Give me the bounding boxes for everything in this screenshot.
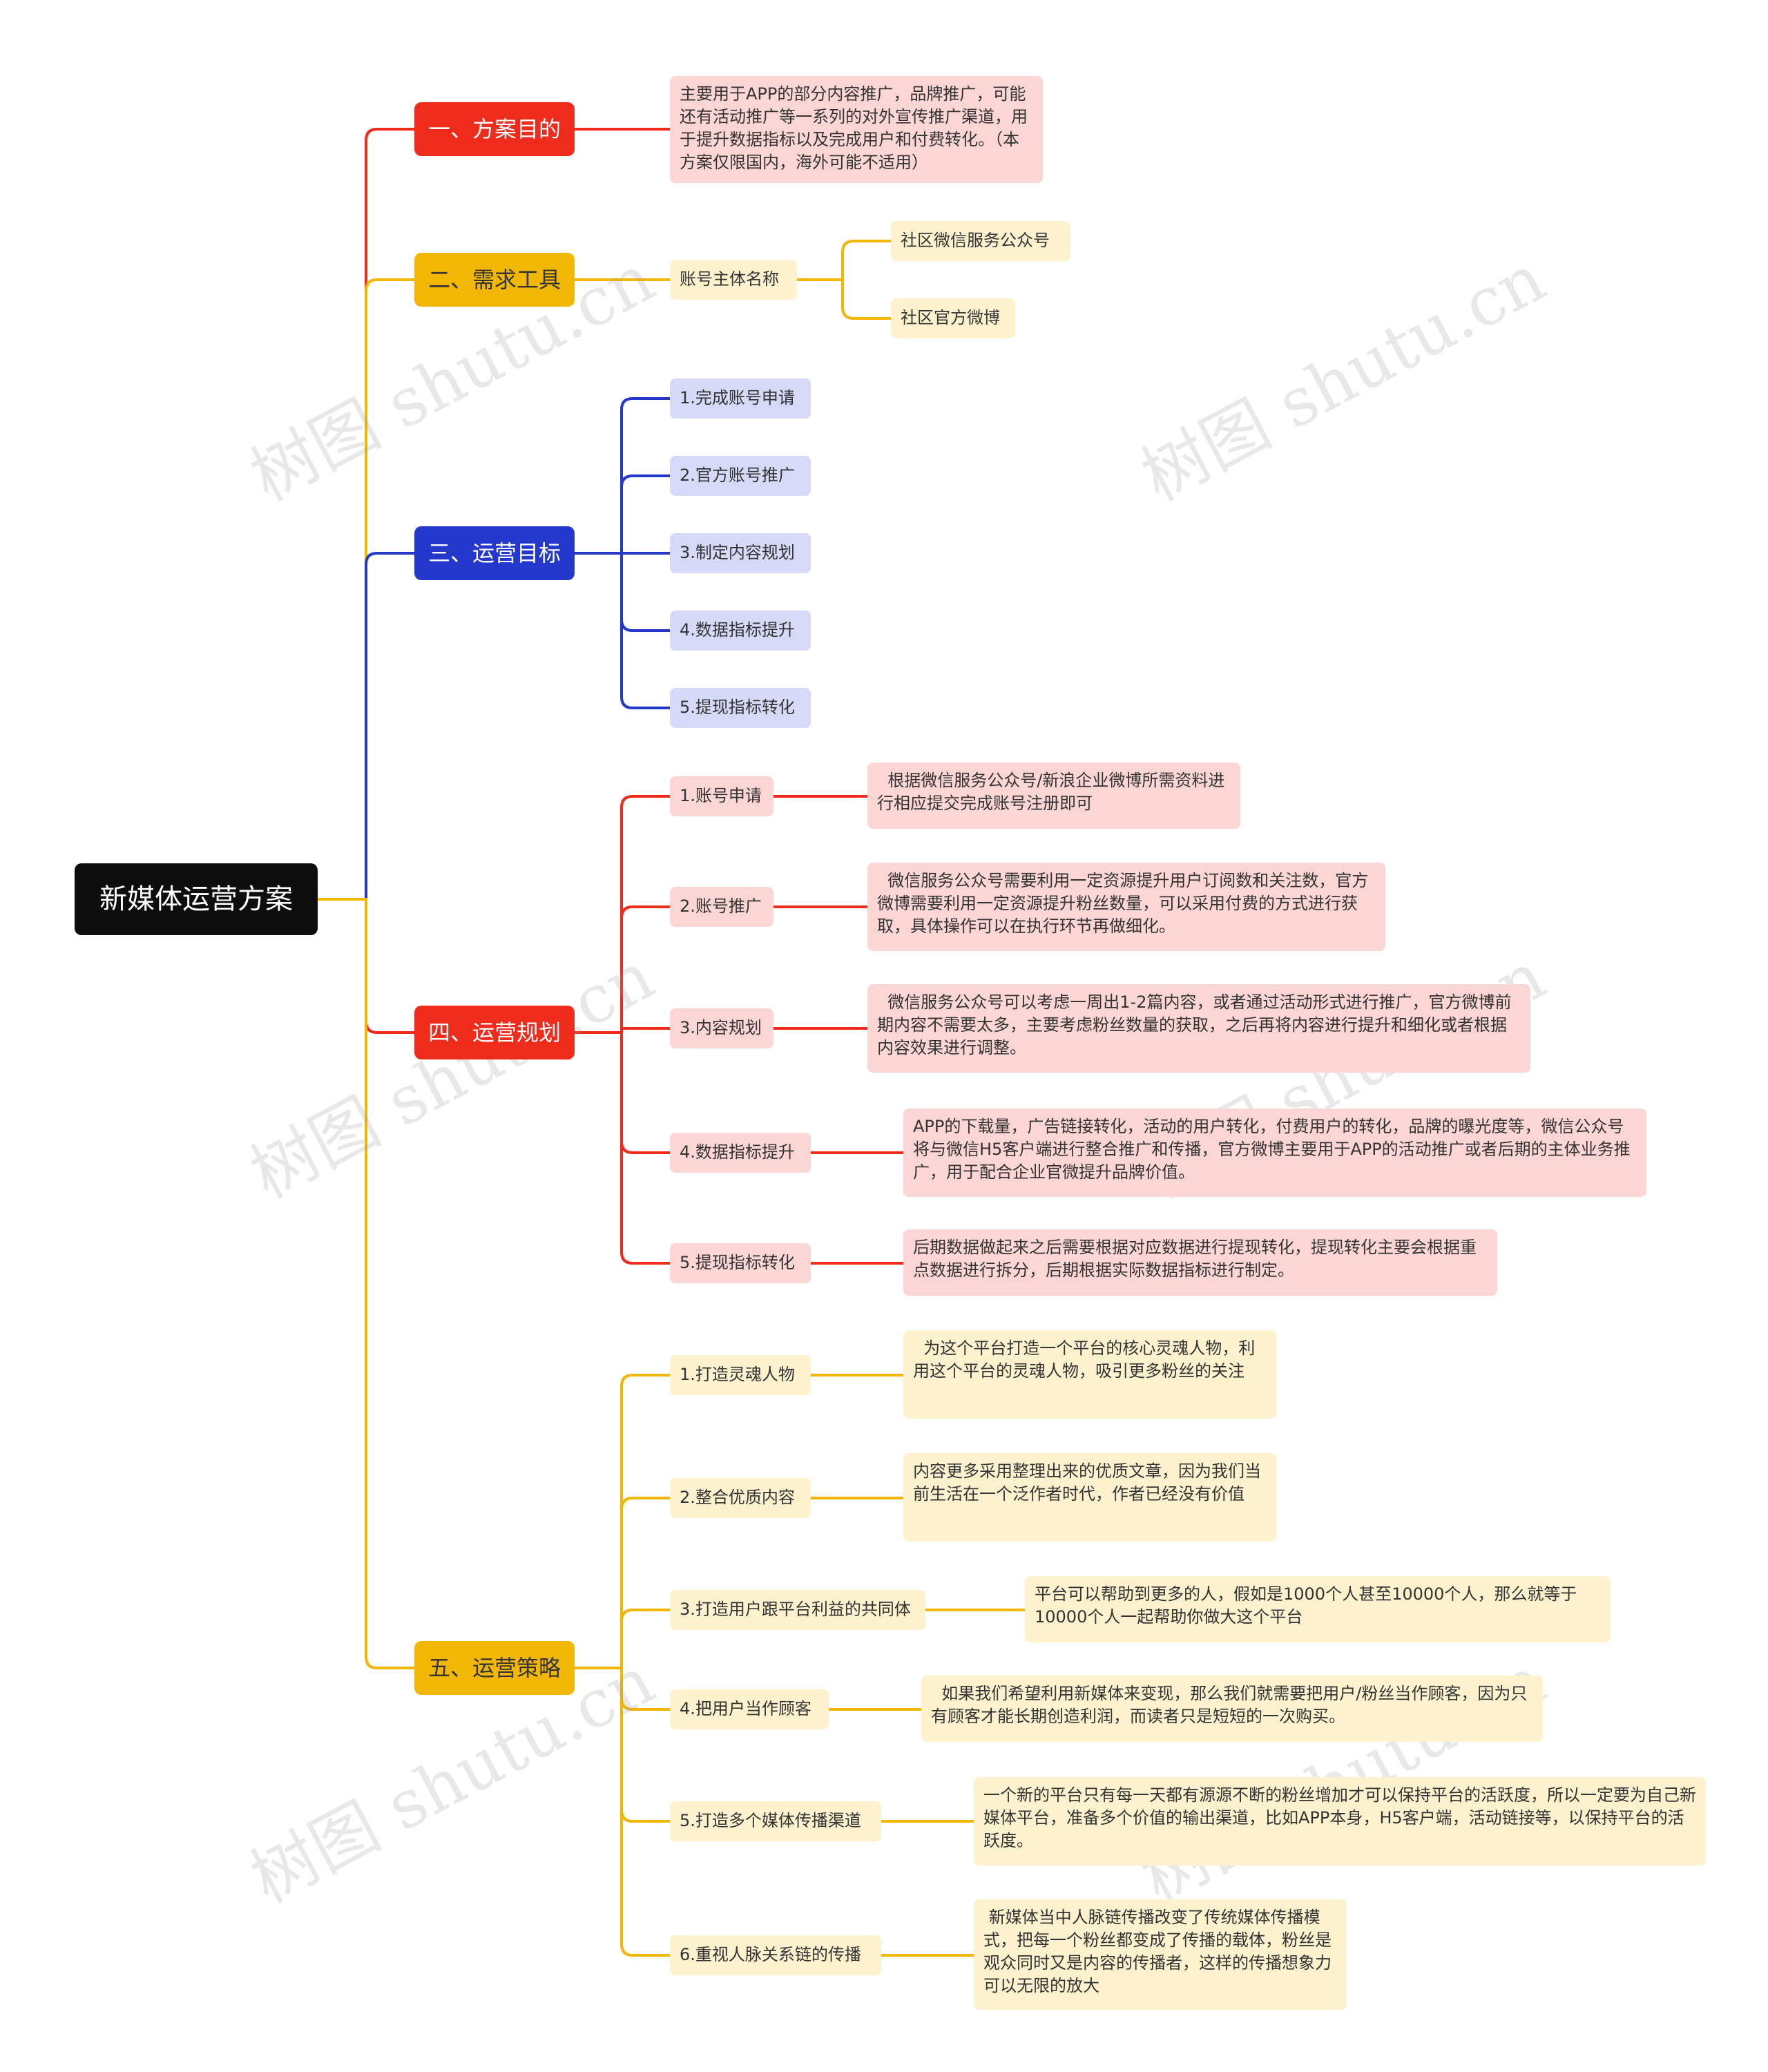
branch-4-item[interactable]: 2.账号推广: [670, 887, 774, 927]
connector-line: [797, 240, 891, 281]
connector-line: [575, 1667, 670, 1957]
branch-5-item[interactable]: 1.打造灵魂人物: [670, 1355, 811, 1395]
branch-4-desc[interactable]: 微信服务公众号需要利用一定资源提升用户订阅数和关注数，官方微博需要利用一定资源提…: [867, 863, 1385, 951]
branch-5-item[interactable]: 6.重视人脉关系链的传播: [670, 1935, 881, 1975]
branch-2-node[interactable]: 二、需求工具: [414, 253, 575, 307]
branch-4-item[interactable]: 3.内容规划: [670, 1008, 774, 1048]
branch-5-item[interactable]: 4.把用户当作顾客: [670, 1689, 829, 1729]
branch-5-desc[interactable]: 为这个平台打造一个平台的核心灵魂人物，利用这个平台的灵魂人物，吸引更多粉丝的关注: [903, 1330, 1276, 1419]
branch-5-item[interactable]: 3.打造用户跟平台利益的共同体: [670, 1590, 925, 1630]
connector-line: [575, 1609, 670, 1669]
branch-5-node[interactable]: 五、运营策略: [414, 1641, 575, 1695]
connector-line: [575, 397, 670, 555]
branch-2-item[interactable]: 社区官方微博: [891, 298, 1015, 338]
branch-4-desc[interactable]: 根据微信服务公众号/新浪企业微博所需资料进行相应提交完成账号注册即可: [867, 762, 1240, 829]
branch-2-item[interactable]: 社区微信服务公众号: [891, 221, 1070, 261]
connector-line: [575, 474, 670, 555]
connector-line: [575, 1374, 670, 1669]
connector-line: [575, 795, 670, 1034]
branch-5-desc[interactable]: 新媒体当中人脉链传播改变了传统媒体传播模式，把每一个粉丝都变成了传播的载体，粉丝…: [974, 1899, 1347, 2010]
connector-line: [318, 898, 414, 1669]
branch-5-desc[interactable]: 内容更多采用整理出来的优质文章，因为我们当前生活在一个泛作者时代，作者已经没有价…: [903, 1453, 1276, 1542]
connector-line: [575, 905, 670, 1034]
connector-line: [318, 552, 414, 901]
branch-4-desc[interactable]: 微信服务公众号可以考虑一周出1-2篇内容，或者通过活动形式进行推广，官方微博前期…: [867, 984, 1530, 1073]
branch-1-desc[interactable]: 主要用于APP的部分内容推广，品牌推广，可能还有活动推广等一系列的对外宣传推广渠…: [670, 76, 1043, 183]
branch-3-item[interactable]: 3.制定内容规划: [670, 533, 811, 573]
connector-line: [575, 1497, 670, 1669]
connector-line: [797, 278, 891, 320]
branch-4-item[interactable]: 4.数据指标提升: [670, 1133, 811, 1173]
branch-4-item[interactable]: 1.账号申请: [670, 776, 774, 816]
connector-line: [575, 552, 670, 709]
branch-4-desc[interactable]: 后期数据做起来之后需要根据对应数据进行提现转化，提现转化主要会根据重点数据进行拆…: [903, 1229, 1497, 1296]
branch-4-desc[interactable]: APP的下载量，广告链接转化，活动的用户转化，付费用户的转化，品牌的曝光度等，微…: [903, 1109, 1646, 1197]
connector-line: [318, 278, 414, 901]
branch-3-item[interactable]: 4.数据指标提升: [670, 611, 811, 651]
connector-line: [318, 128, 414, 901]
branch-5-item[interactable]: 2.整合优质内容: [670, 1478, 811, 1518]
branch-1-node[interactable]: 一、方案目的: [414, 102, 575, 156]
branch-2-sub[interactable]: 账号主体名称: [670, 260, 797, 300]
branch-4-node[interactable]: 四、运营规划: [414, 1006, 575, 1059]
branch-5-desc[interactable]: 如果我们希望利用新媒体来变现，那么我们就需要把用户/粉丝当作顾客，因为只有顾客才…: [921, 1676, 1543, 1742]
branch-5-desc[interactable]: 平台可以帮助到更多的人，假如是1000个人甚至10000个人，那么就等于1000…: [1025, 1576, 1611, 1642]
branch-3-item[interactable]: 2.官方账号推广: [670, 456, 811, 496]
branch-5-desc[interactable]: 一个新的平台只有每一天都有源源不断的粉丝增加才可以保持平台的活跃度，所以一定要为…: [974, 1777, 1706, 1865]
branch-3-node[interactable]: 三、运营目标: [414, 526, 575, 580]
branch-3-item[interactable]: 1.完成账号申请: [670, 378, 811, 419]
connector-line: [575, 1031, 670, 1265]
root-node[interactable]: 新媒体运营方案: [75, 863, 318, 935]
connector-line: [575, 1027, 670, 1034]
branch-3-item[interactable]: 5.提现指标转化: [670, 688, 811, 728]
branch-4-item[interactable]: 5.提现指标转化: [670, 1243, 811, 1283]
branch-5-item[interactable]: 5.打造多个媒体传播渠道: [670, 1801, 881, 1841]
